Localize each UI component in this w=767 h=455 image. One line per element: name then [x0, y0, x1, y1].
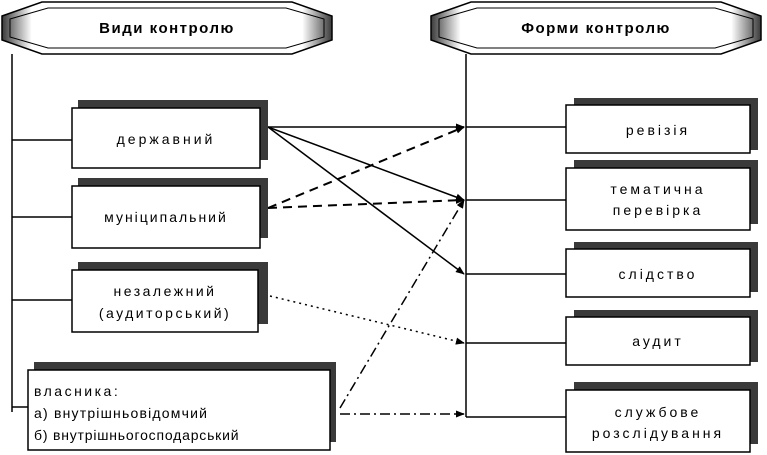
header-kinds: Види контролю: [1, 1, 333, 55]
arrow-audit_ind-to-audit: [269, 295, 465, 345]
kind-label-municipal: муніципальний: [104, 209, 228, 225]
form-box-revision: ревізія: [565, 98, 758, 154]
kind-label-owner-1: власника:: [34, 383, 120, 399]
kind-label-independent-2: (аудиторський): [99, 305, 231, 321]
form-label-thematic-2: перевірка: [613, 202, 704, 218]
form-label-thematic-1: тематична: [610, 181, 705, 197]
kind-label-owner-2: а) внутрішньовідомчий: [34, 405, 208, 421]
form-label-revision: ревізія: [626, 122, 690, 138]
form-box-audit: аудит: [565, 310, 758, 366]
kind-box-municipal: муніципальний: [71, 178, 268, 249]
form-box-official: службове розслідування: [565, 382, 758, 453]
form-box-investigation: слідство: [565, 242, 758, 298]
form-label-official-2: розслідування: [592, 425, 724, 441]
form-label-official-1: службове: [615, 404, 702, 420]
kinds-branches: [12, 139, 72, 408]
form-label-investigation: слідство: [619, 266, 698, 282]
kind-label-independent-1: незалежний: [114, 283, 217, 299]
header-forms: Форми контролю: [430, 1, 762, 55]
arrow-municipal-to-revision: [267, 126, 465, 209]
header-kinds-label: Види контролю: [99, 20, 235, 37]
arrow-owner-to-thematic: [339, 199, 465, 409]
arrow-municipal-to-thematic: [267, 196, 465, 209]
kind-box-owner: власника: а) внутрішньовідомчий б) внутр…: [27, 362, 336, 451]
kind-box-independent: незалежний (аудиторський): [71, 262, 268, 333]
forms-branches: [466, 126, 566, 418]
form-box-thematic: тематична перевірка: [565, 160, 758, 231]
arrow-state-to-investigation: [267, 126, 465, 275]
link-arrows: [267, 123, 465, 418]
kind-label-state: державний: [117, 131, 216, 147]
kind-box-state: державний: [71, 100, 268, 169]
header-forms-label: Форми контролю: [521, 20, 671, 37]
arrow-state-to-thematic: [267, 126, 465, 201]
form-label-audit: аудит: [632, 333, 684, 349]
kind-label-owner-3: б) внутрішньогосподарський: [34, 427, 239, 443]
